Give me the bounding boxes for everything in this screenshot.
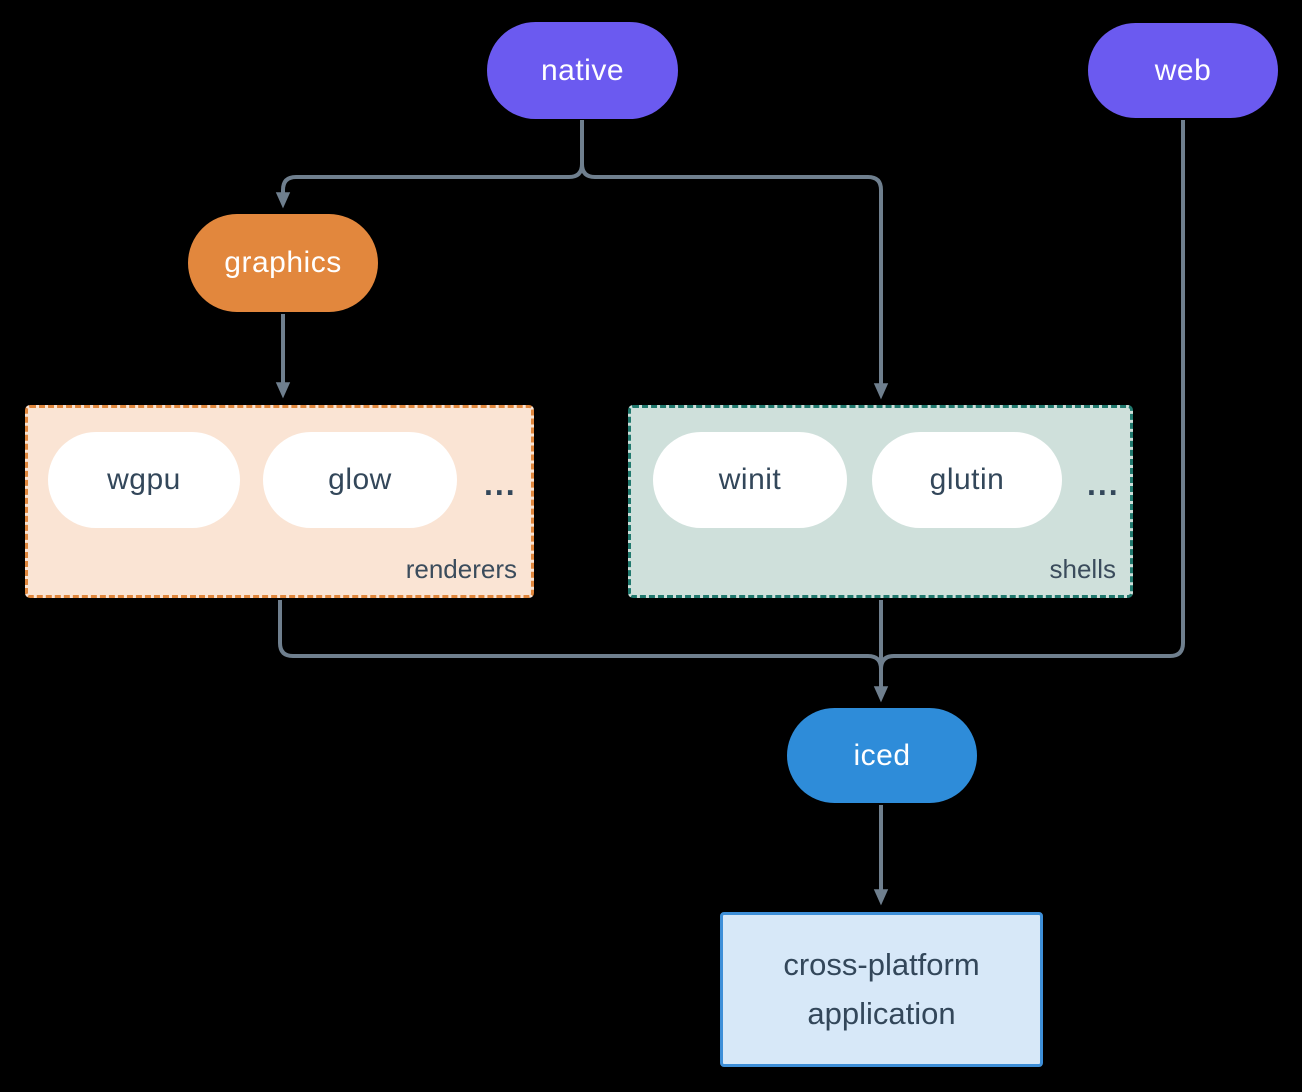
group-renderers-label: renderers — [405, 554, 517, 584]
node-iced: iced — [787, 708, 977, 803]
group-shells-label: shells — [1049, 554, 1116, 584]
node-web: web — [1088, 23, 1278, 118]
node-glow-label: glow — [328, 463, 392, 496]
node-web-label: web — [1154, 53, 1212, 87]
renderers-ellipsis: ... — [484, 466, 517, 502]
edge-renderers-merge — [278, 600, 883, 670]
node-winit: winit — [653, 432, 847, 528]
node-native-label: native — [540, 53, 625, 87]
group-renderers: wgpu glow ... renderers — [25, 405, 534, 598]
node-graphics: graphics — [188, 214, 378, 312]
node-winit-label: winit — [718, 463, 782, 496]
node-glutin: glutin — [872, 432, 1062, 528]
group-shells: winit glutin ... shells — [628, 405, 1133, 598]
node-cross-platform-application: cross-platform application — [720, 912, 1043, 1067]
node-native: native — [487, 22, 678, 119]
node-iced-label: iced — [853, 738, 911, 772]
node-glutin-label: glutin — [929, 463, 1005, 496]
node-application-label: cross-platform application — [783, 947, 980, 1031]
edge-native-shells — [580, 120, 889, 400]
node-wgpu: wgpu — [48, 432, 240, 528]
node-wgpu-label: wgpu — [107, 463, 181, 496]
node-graphics-label: graphics — [224, 246, 342, 279]
edge-native-graphics — [275, 120, 584, 209]
shells-ellipsis: ... — [1087, 466, 1120, 502]
node-glow: glow — [263, 432, 457, 528]
